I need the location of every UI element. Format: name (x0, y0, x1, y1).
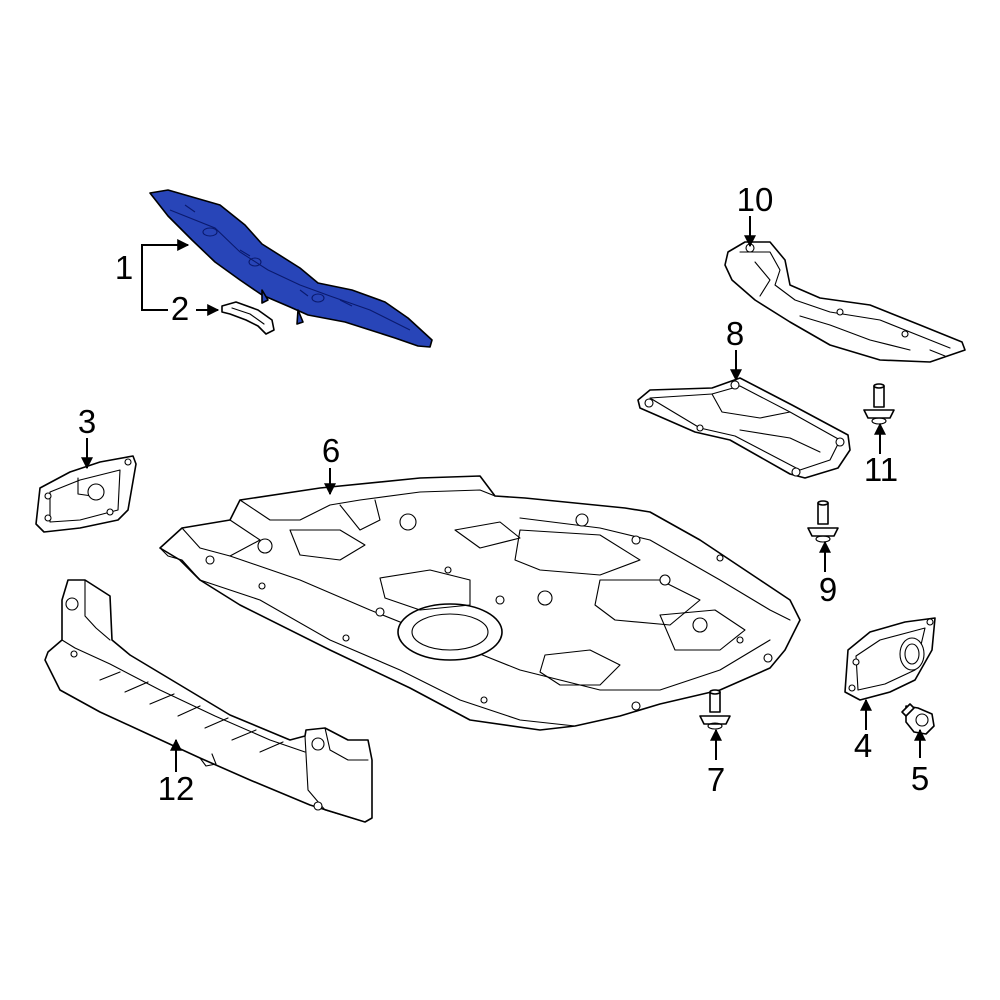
callout-2: 2 (171, 290, 189, 327)
part-11-push-pin[interactable] (863, 383, 895, 425)
callout-7: 7 (707, 761, 725, 798)
callout-9: 9 (819, 571, 837, 608)
part-1-highlighted-shield[interactable] (149, 189, 433, 348)
callout-8: 8 (726, 315, 744, 352)
callout-5: 5 (911, 760, 929, 797)
leader-1-2-bracket (141, 268, 168, 311)
part-10-curved-shield[interactable] (724, 241, 966, 363)
callout-6: 6 (322, 432, 340, 469)
leader-lines (81, 216, 926, 772)
part-7-push-pin[interactable] (699, 689, 731, 730)
callout-11: 11 (864, 451, 898, 488)
part-9-push-pin[interactable] (807, 500, 839, 543)
callout-12: 12 (158, 770, 195, 807)
callout-4: 4 (854, 727, 872, 764)
callout-labels: 1 2 3 4 5 6 7 8 9 10 11 12 (78, 181, 929, 807)
part-2-bracket[interactable] (221, 301, 275, 335)
callout-10: 10 (737, 181, 774, 218)
part-4-side-panel[interactable] (844, 617, 936, 701)
part-6-main-under-cover[interactable] (159, 475, 801, 731)
part-8-shield-plate[interactable] (637, 377, 851, 479)
part-5-clip[interactable] (901, 703, 935, 735)
leader-1 (141, 239, 190, 268)
callout-1: 1 (115, 249, 133, 286)
part-12-lower-deflector[interactable] (44, 579, 373, 823)
callout-3: 3 (78, 403, 96, 440)
